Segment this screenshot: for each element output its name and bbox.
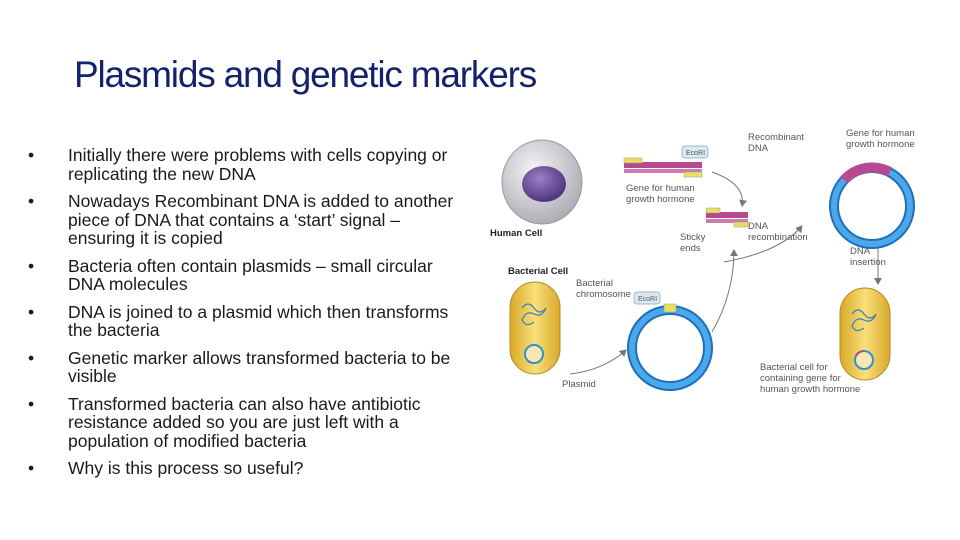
dna-insertion-label-1: DNA [850, 246, 871, 257]
bacterial-cell-for-label-2: containing gene for [760, 373, 841, 384]
bullet-item: Initially there were problems with cells… [28, 146, 468, 183]
sticky-ends-label-1: Sticky [680, 232, 706, 243]
gene-top-label-1: Gene for human [846, 128, 915, 139]
bullet-item: DNA is joined to a plasmid which then tr… [28, 302, 468, 340]
bacterial-chromosome-label-1: Bacterial [576, 278, 613, 289]
recombinant-dna-diagram: Human Cell EcoRI Gene for human growth h… [490, 128, 915, 395]
bacterial-chromosome-label-2: chromosome [576, 289, 631, 300]
bullet-item: Bacteria often contain plasmids – small … [28, 256, 468, 294]
recombinant-plasmid [829, 162, 915, 249]
bacterial-cell [509, 281, 561, 375]
bullet-item: Transformed bacteria can also have antib… [28, 394, 468, 451]
dna-recombination-label-2: recombination [748, 232, 808, 243]
dna-strand-top [623, 157, 703, 178]
nucleus [522, 166, 566, 202]
gene-label-1: Gene for human [626, 183, 695, 194]
dna-recombination-label-1: DNA [748, 221, 769, 232]
human-cell-label: Human Cell [490, 228, 542, 239]
sticky-ends-label-2: ends [680, 243, 701, 254]
ecori-top-label: EcoRI [686, 150, 705, 157]
recombinant-dna-label-1: Recombinant [748, 132, 804, 143]
bullet-list: Initially there were problems with cells… [28, 146, 468, 487]
plasmid-ring [627, 303, 713, 391]
dna-insertion-label-2: insertion [850, 257, 886, 268]
human-cell [501, 139, 583, 225]
gene-top-label-2: growth hormone [846, 139, 915, 150]
bullet-item: Genetic marker allows transformed bacter… [28, 348, 468, 386]
bacterial-cell-for-label-1: Bacterial cell for [760, 362, 828, 373]
gene-label-2: growth hormone [626, 194, 695, 205]
bullet-item: Why is this process so useful? [28, 459, 468, 478]
transformed-bacterial-cell [839, 287, 891, 381]
bullet-item: Nowadays Recombinant DNA is added to ano… [28, 192, 468, 248]
bacterial-cell-for-label-3: human growth hormone [760, 384, 860, 395]
slide-title: Plasmids and genetic markers [74, 54, 537, 95]
bacterial-cell-label: Bacterial Cell [508, 266, 568, 277]
plasmid-label: Plasmid [562, 379, 596, 390]
ecori-plasmid-label: EcoRI [638, 296, 657, 303]
dna-strand-middle [705, 207, 749, 228]
recombinant-dna-label-2: DNA [748, 143, 769, 154]
